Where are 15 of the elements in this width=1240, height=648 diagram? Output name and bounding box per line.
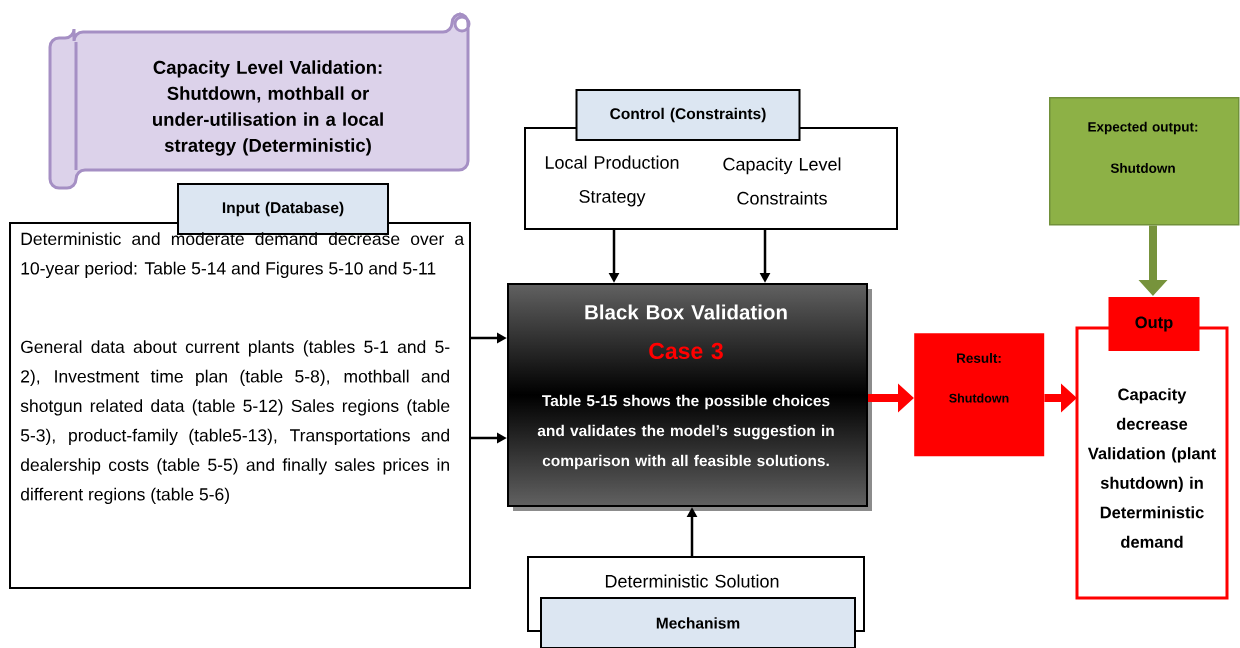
title-text: Capacity Level Validation: Shutdown, mothball or under-utilisation in a local strategy (Deterministic)	[153, 60, 383, 156]
heading-text: Expected output:	[1088, 121, 1198, 135]
tab-label: Input (Database)	[177, 183, 389, 235]
tab-label: Control (Constraints)	[575, 89, 801, 141]
body-text: Capacity Level Constraints	[723, 157, 841, 205]
body-text: Deterministic Solution	[605, 574, 779, 588]
body-text: Local Production Strategy	[545, 155, 679, 207]
body-text: Capacity decrease Validation (plant shutdown) in Deterministic demand	[1087, 388, 1216, 548]
body-text: Deterministic and moderate demand decrease over a 10-year period: Table 5-14 and Figures 5-10 and 5-11	[21, 232, 465, 278]
tab-label: Outp	[1108, 297, 1200, 351]
body-text: General data about current plants (tables 5-1 and 5-2), Investment time plan (table 5-8), mothball and shotgun related data (table 5-12) Sales regions (table 5-3), product-family (table5-13), Transportations and dealership costs (table 5-5) and finally sales prices in different regions (table 5-6)	[20, 340, 450, 504]
tab-label: Mechanism	[540, 597, 856, 648]
heading-text: Result:	[957, 353, 1001, 363]
body-text: Shutdown	[949, 393, 1009, 403]
body-text: Shutdown	[1110, 163, 1175, 173]
